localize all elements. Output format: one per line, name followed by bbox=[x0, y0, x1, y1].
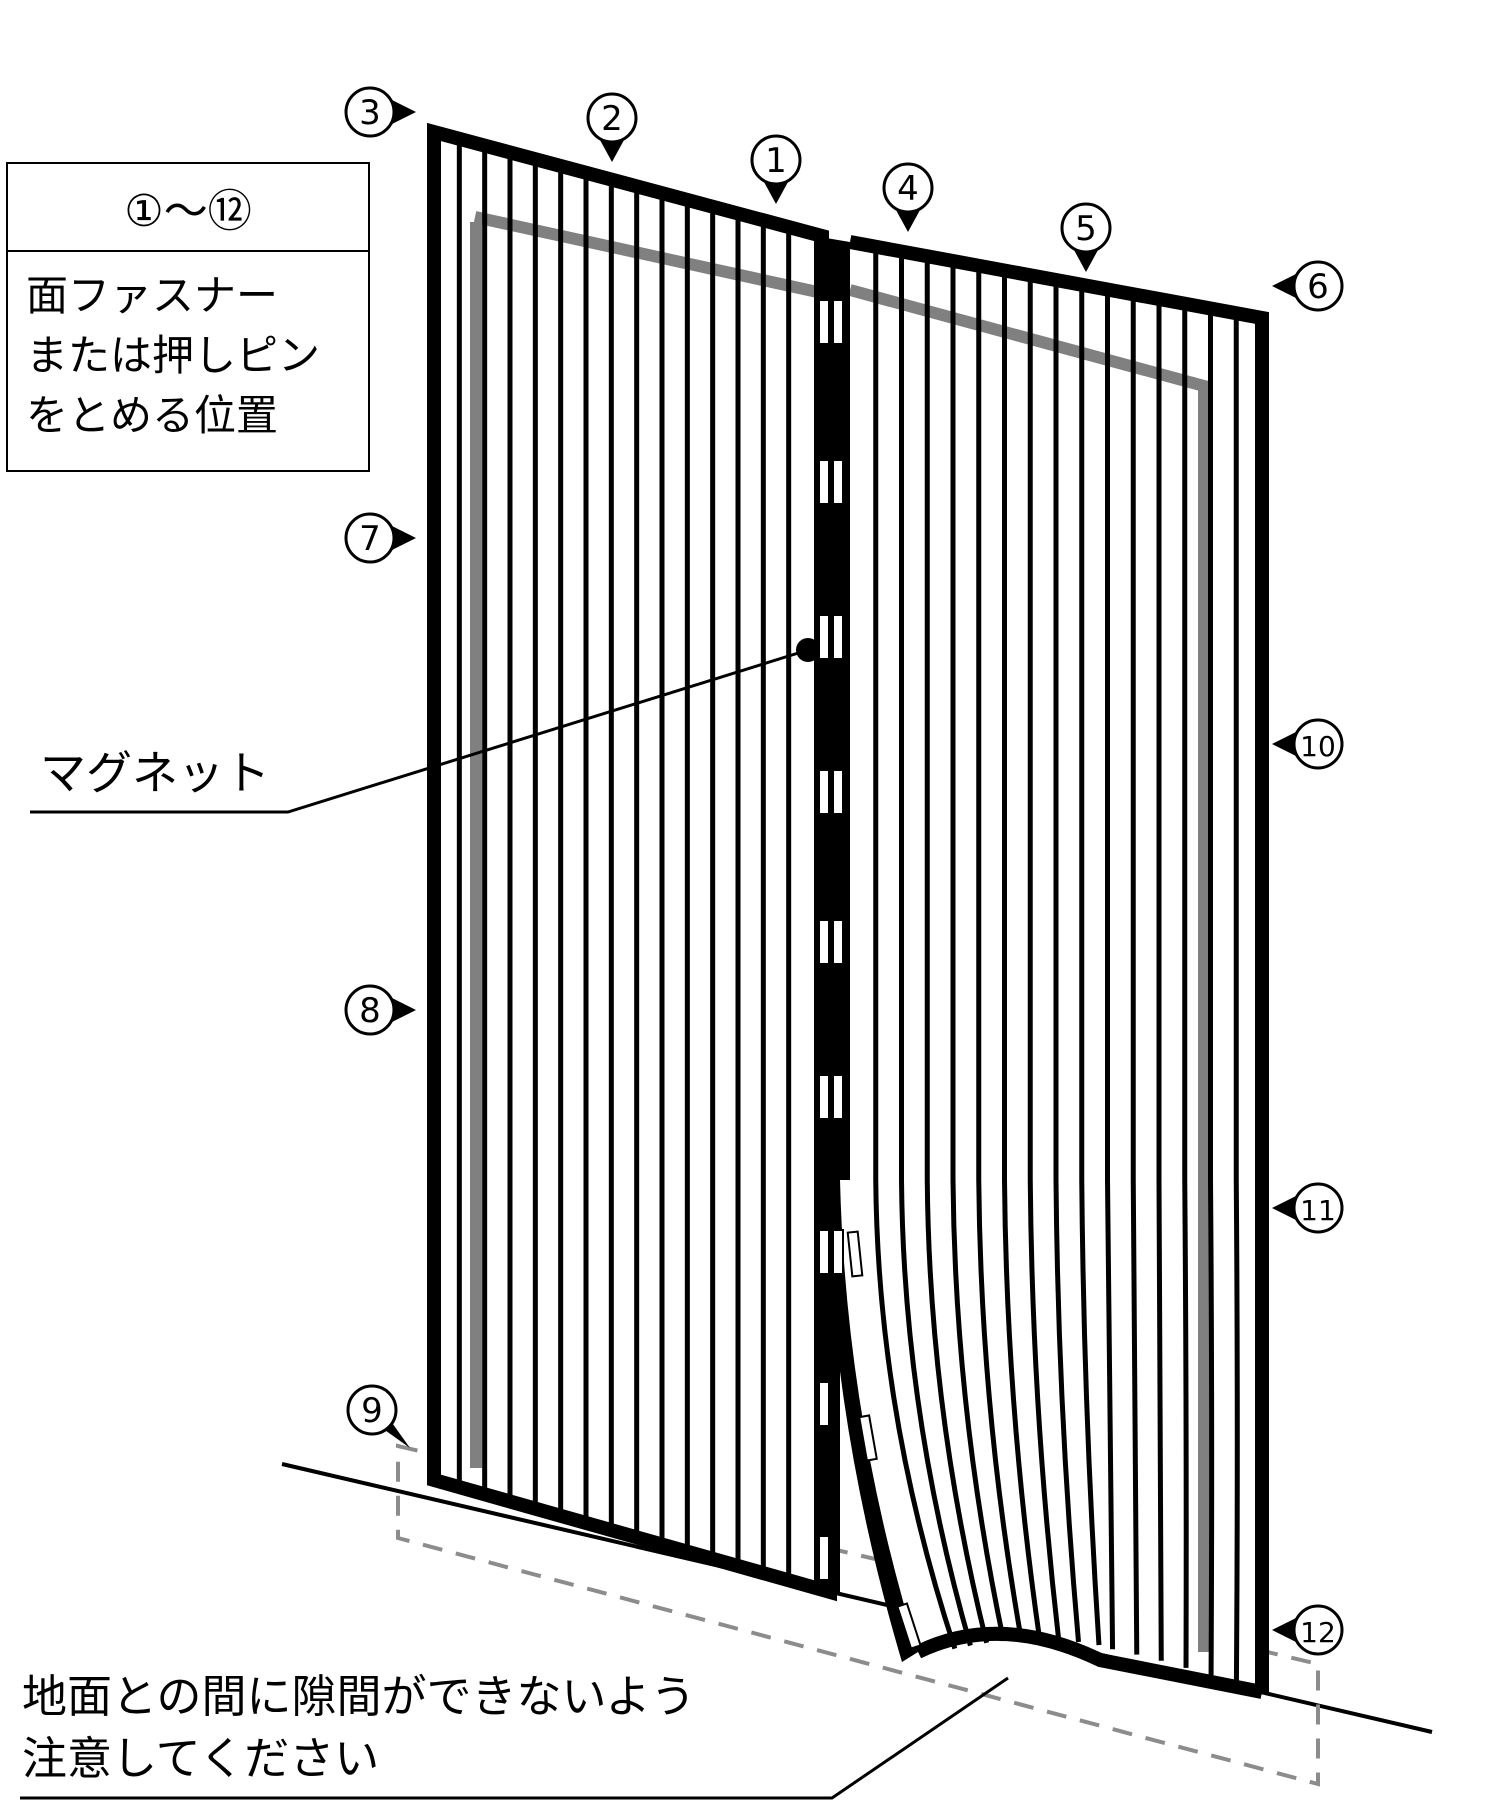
right-panel bbox=[848, 235, 1269, 1699]
magnet-pad bbox=[832, 919, 844, 965]
right-stripe bbox=[1053, 280, 1081, 1643]
marker-number: 3 bbox=[359, 93, 381, 133]
marker-number: 8 bbox=[359, 991, 381, 1031]
marker-6: 6 bbox=[1272, 260, 1344, 312]
marker-arrow bbox=[1272, 1196, 1296, 1220]
marker-12: 12 bbox=[1272, 1604, 1344, 1656]
magnet-pad bbox=[818, 1229, 830, 1275]
right-stripe bbox=[1130, 294, 1140, 1655]
marker-circle bbox=[1292, 718, 1344, 770]
magnet-pad bbox=[832, 1074, 844, 1120]
marker-3: 3 bbox=[344, 86, 416, 138]
ground-note-leader-line bbox=[20, 1676, 1009, 1800]
right-stripe bbox=[1079, 284, 1102, 1646]
right-stripe bbox=[1027, 275, 1062, 1641]
magnet-pad bbox=[832, 1229, 844, 1275]
right-stripe bbox=[899, 251, 973, 1647]
right-stripe bbox=[1182, 303, 1189, 1668]
marker-arrow bbox=[392, 998, 416, 1022]
marker-10: 10 bbox=[1272, 718, 1344, 770]
right-stripe bbox=[1002, 270, 1043, 1640]
center-magnet-strip bbox=[814, 236, 922, 1662]
right-stripe bbox=[924, 256, 990, 1644]
right-stripe bbox=[976, 265, 1024, 1640]
right-stripe bbox=[873, 246, 958, 1650]
right-stripe bbox=[950, 261, 1007, 1642]
marker-1: 1 bbox=[750, 134, 802, 204]
marker-arrow bbox=[764, 182, 788, 204]
magnet-pad bbox=[818, 1535, 830, 1581]
marker-number: 10 bbox=[1300, 730, 1336, 763]
magnet-pad bbox=[818, 614, 830, 660]
marker-number: 11 bbox=[1300, 1194, 1336, 1227]
ground-note: 地面との間に隙間ができないよう 注意してください bbox=[22, 1670, 696, 1785]
magnet-pad bbox=[846, 1230, 864, 1278]
marker-circle bbox=[750, 134, 802, 186]
right-stripe bbox=[1208, 308, 1215, 1676]
marker-number: 2 bbox=[601, 99, 623, 139]
magnet-pad bbox=[818, 1074, 830, 1120]
marker-circle bbox=[344, 512, 396, 564]
magnet-pad bbox=[818, 459, 830, 505]
marker-circle bbox=[586, 92, 638, 144]
marker-number: 5 bbox=[1075, 209, 1097, 249]
marker-circle bbox=[882, 162, 934, 214]
marker-number: 4 bbox=[897, 169, 919, 209]
marker-arrow bbox=[1272, 732, 1296, 756]
marker-9: 9 bbox=[346, 1384, 410, 1448]
marker-circle bbox=[1060, 202, 1112, 254]
right-stripe bbox=[1233, 313, 1240, 1684]
magnet-pad bbox=[818, 1381, 830, 1427]
marker-circle bbox=[346, 1384, 398, 1436]
magnet-pad bbox=[832, 299, 844, 345]
marker-circle bbox=[1292, 1604, 1344, 1656]
magnet-leader-line bbox=[30, 648, 809, 814]
magnet-pad bbox=[832, 614, 844, 660]
left-panel bbox=[427, 122, 838, 1602]
marker-11: 11 bbox=[1272, 1182, 1344, 1234]
magnet-pad bbox=[832, 769, 844, 815]
marker-2: 2 bbox=[586, 92, 638, 162]
marker-number: 9 bbox=[361, 1391, 383, 1431]
magnet-label: マグネット bbox=[40, 746, 270, 800]
magnet-pad bbox=[858, 1414, 878, 1462]
marker-number: 7 bbox=[359, 519, 381, 559]
legend-range: ①〜⑫ bbox=[8, 164, 368, 252]
marker-arrow bbox=[896, 210, 920, 232]
marker-arrow bbox=[392, 100, 416, 124]
magnet-pad bbox=[896, 1602, 922, 1650]
magnet-pad bbox=[818, 919, 830, 965]
magnet-pad bbox=[832, 459, 844, 505]
right-stripe bbox=[1105, 289, 1116, 1650]
marker-7: 7 bbox=[344, 512, 416, 564]
marker-arrow bbox=[1074, 250, 1098, 272]
marker-circle bbox=[1292, 1182, 1344, 1234]
marker-circle bbox=[344, 984, 396, 1036]
marker-number: 1 bbox=[765, 141, 787, 181]
marker-arrow bbox=[392, 526, 416, 550]
marker-arrow bbox=[1272, 274, 1296, 298]
magnet-pad bbox=[818, 299, 830, 345]
marker-circle bbox=[1292, 260, 1344, 312]
marker-arrow bbox=[1272, 1618, 1296, 1642]
marker-5: 5 bbox=[1060, 202, 1112, 272]
marker-8: 8 bbox=[344, 984, 416, 1036]
legend-box: ①〜⑫ 面ファスナー または押しピン をとめる位置 bbox=[6, 162, 370, 472]
marker-arrow bbox=[600, 140, 624, 162]
right-inner-frame bbox=[848, 284, 1210, 1652]
marker-number: 12 bbox=[1300, 1616, 1336, 1649]
magnet-pad bbox=[818, 769, 830, 815]
marker-4: 4 bbox=[882, 162, 934, 232]
legend-description: 面ファスナー または押しピン をとめる位置 bbox=[26, 271, 321, 440]
marker-circle bbox=[344, 86, 396, 138]
marker-number: 6 bbox=[1307, 267, 1329, 307]
right-stripe bbox=[1156, 299, 1164, 1661]
